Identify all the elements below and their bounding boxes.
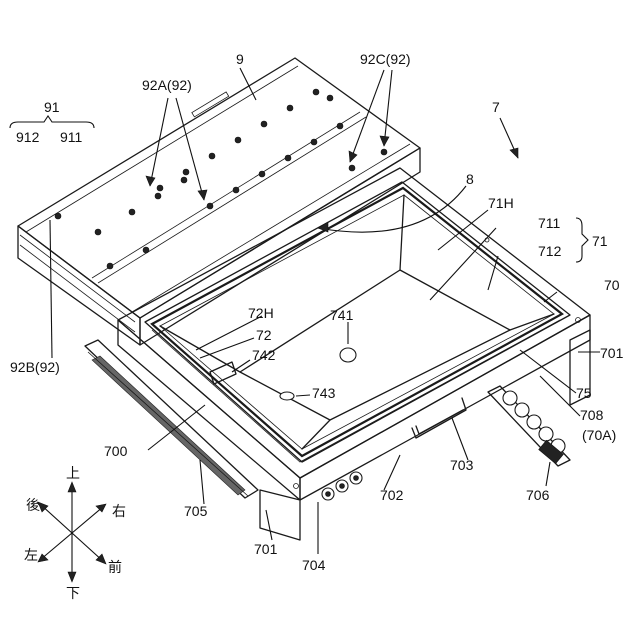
dir-back: 後 [26, 498, 40, 514]
label-700: 700 [104, 443, 128, 459]
reference-labels: 9 91 912 911 92A(92) 92C(92) 92B(92) 7 8… [10, 51, 624, 573]
label-708: 708 [580, 407, 604, 423]
label-9: 9 [236, 51, 244, 67]
label-712: 712 [538, 243, 562, 259]
dir-left: 左 [24, 548, 38, 564]
cable-chain-706 [488, 386, 570, 466]
label-704: 704 [302, 557, 326, 573]
leader-lines [50, 68, 600, 554]
label-70a: (70A) [582, 427, 616, 443]
direction-compass [38, 482, 106, 582]
label-70: 70 [604, 277, 620, 293]
label-705: 705 [184, 503, 208, 519]
label-742: 742 [252, 347, 276, 363]
label-75: 75 [576, 385, 592, 401]
label-703: 703 [450, 457, 474, 473]
dir-down: 下 [66, 586, 80, 602]
top-cover-unit [18, 58, 420, 345]
label-7: 7 [492, 99, 500, 115]
dir-front: 前 [108, 559, 122, 576]
label-92c: 92C(92) [360, 51, 411, 67]
bolt-row-front [55, 95, 387, 269]
bracket-91 [10, 116, 94, 128]
dir-up: 上 [66, 466, 80, 482]
label-92a: 92A(92) [142, 77, 192, 93]
label-71h: 71H [488, 195, 514, 211]
arrow-up-icon [68, 482, 76, 492]
brace-71 [576, 218, 588, 262]
label-92b: 92B(92) [10, 359, 60, 375]
label-701-bottom: 701 [254, 541, 278, 557]
label-743: 743 [312, 385, 336, 401]
leader-arrowheads [146, 136, 518, 232]
label-72: 72 [256, 327, 272, 343]
drain-hole-743 [280, 392, 294, 400]
label-912: 912 [16, 129, 40, 145]
label-701-right: 701 [600, 345, 624, 361]
label-91: 91 [44, 99, 60, 115]
label-741: 741 [330, 307, 354, 323]
label-911: 911 [60, 129, 83, 145]
sensor-741 [340, 348, 356, 362]
label-72h: 72H [248, 305, 274, 321]
direction-labels: 上 下 後 右 左 前 [24, 466, 126, 602]
label-71: 71 [592, 233, 608, 249]
arrow-down-icon [68, 572, 76, 582]
label-702: 702 [380, 487, 404, 503]
dir-right: 右 [112, 504, 126, 520]
label-711: 711 [538, 215, 561, 231]
label-706: 706 [526, 487, 550, 503]
label-8: 8 [466, 171, 474, 187]
bolt-row-92a [129, 89, 343, 215]
